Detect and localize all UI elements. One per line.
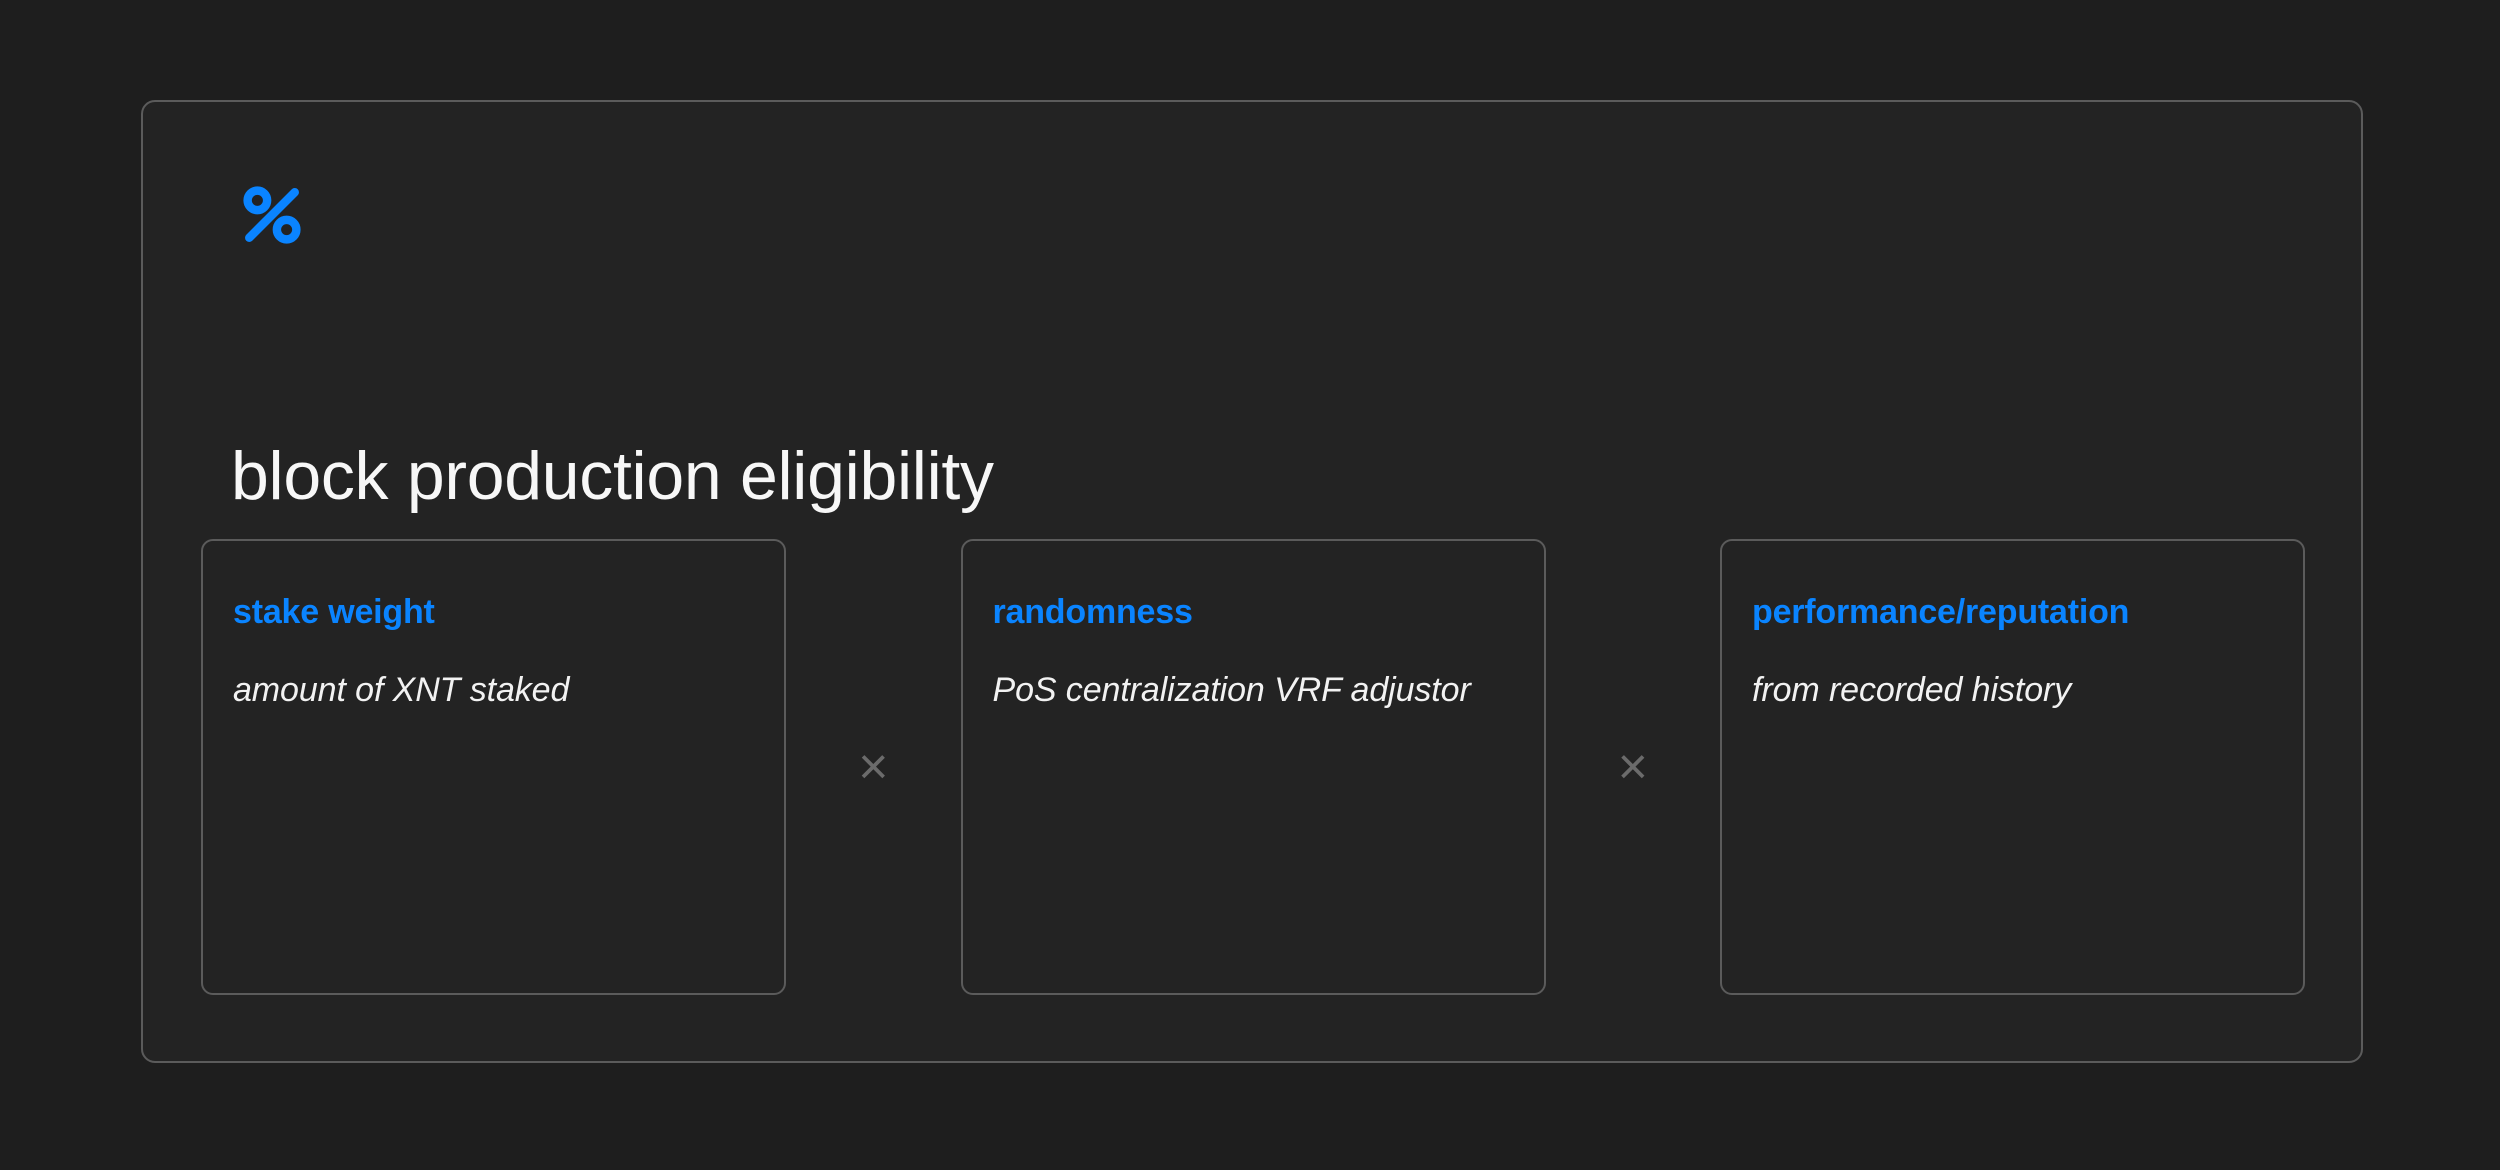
block-production-eligibility-panel: block production eligibility stake weigh… [141, 100, 2363, 1063]
multiply-operator-1: × [858, 738, 889, 796]
percent-icon [233, 176, 311, 254]
factor-title: stake weight [233, 593, 435, 631]
factor-description: from recorded history [1752, 671, 2072, 710]
page-title: block production eligibility [231, 438, 994, 514]
factor-card-performance-reputation[interactable]: performance/reputation from recorded his… [1720, 539, 2305, 995]
factor-description: amount of XNT staked [233, 671, 570, 710]
factor-title: performance/reputation [1752, 593, 2130, 631]
factor-description: PoS centralization VRF adjustor [992, 671, 1471, 710]
eligibility-factor-row: stake weight amount of XNT staked × rand… [201, 539, 2305, 995]
factor-card-stake-weight[interactable]: stake weight amount of XNT staked [201, 539, 786, 995]
factor-card-randomness[interactable]: randomness PoS centralization VRF adjust… [960, 539, 1546, 995]
multiply-operator-2: × [1617, 738, 1648, 796]
factor-title: randomness [992, 593, 1193, 631]
